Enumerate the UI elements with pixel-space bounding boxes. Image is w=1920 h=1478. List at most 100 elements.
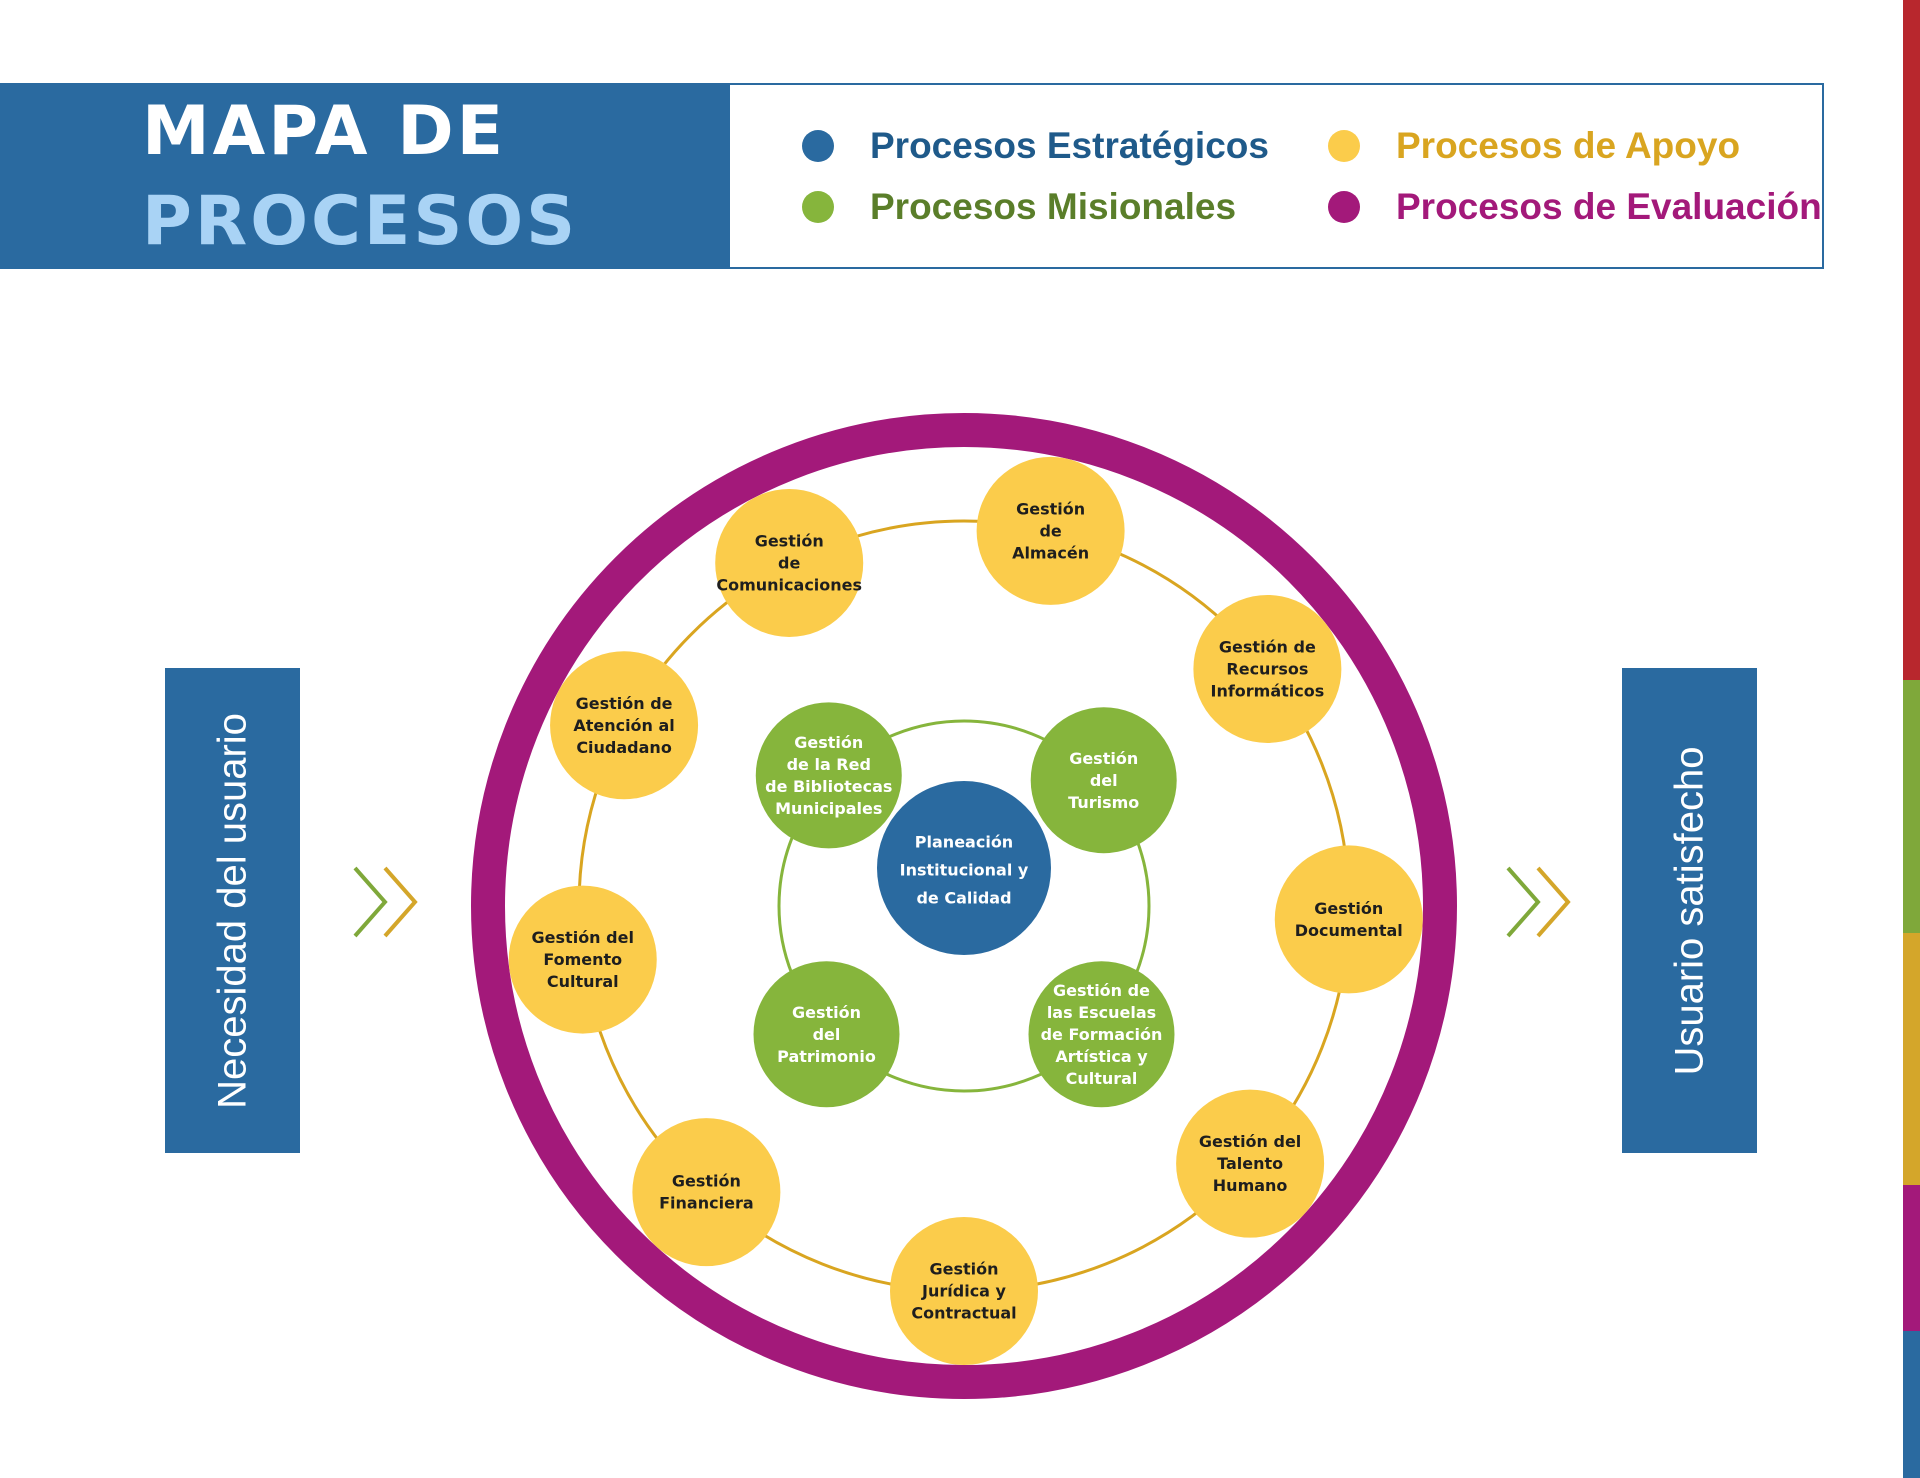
apoyo-node-label-line: Humano [1213, 1176, 1288, 1195]
legend-item-misionales: Procesos Misionales [802, 186, 1236, 228]
apoyo-node-circle [632, 1118, 781, 1267]
apoyo-node: Gestión de Atención al Ciudadano [550, 651, 699, 800]
legend-item-evaluacion: Procesos de Evaluación [1328, 186, 1822, 228]
misional-node-label-line: Patrimonio [777, 1047, 876, 1066]
legend-item-estrategicos: Procesos Estratégicos [802, 125, 1269, 167]
apoyo-node-circle [508, 885, 657, 1034]
title-line-2: PROCESOS [142, 182, 579, 261]
color-strip-gold [1903, 933, 1920, 1185]
apoyo-node-label-line: Financiera [659, 1194, 754, 1213]
panel-usuario-satisfecho: Usuario satisfecho [1622, 668, 1757, 1153]
misional-node-label-line: de Bibliotecas [765, 777, 892, 796]
apoyo-node-label-line: Jurídica y [921, 1282, 1007, 1301]
apoyo-node-label-line: Gestión [1314, 899, 1383, 918]
legend-label: Procesos Misionales [870, 186, 1237, 227]
mission-orbit [777, 719, 1151, 1093]
apoyo-node-label-line: Fomento [543, 950, 622, 969]
apoyo-node-label-line: Almacén [1012, 543, 1089, 562]
estrategico-node-label-line: Institucional y [900, 860, 1029, 879]
apoyo-node-circle [976, 456, 1125, 605]
apoyo-node-label-line: Comunicaciones [716, 576, 862, 595]
apoyo-node-label-line: Gestión [1016, 499, 1085, 518]
apoyo-node-label-line: Gestión del [532, 928, 634, 947]
misional-node-circle [753, 961, 900, 1108]
apoyo-node-label-line: Atención al [573, 716, 674, 735]
misional-node-label-line: del [1090, 771, 1118, 790]
color-strip-blue [1903, 1331, 1920, 1478]
apoyo-node-label-line: Gestión del [1199, 1132, 1301, 1151]
legend-dot-green [802, 191, 834, 223]
chevron-right-icon-right [1506, 866, 1571, 938]
apoyo-node-circle [550, 651, 699, 800]
apoyo-node-circle [715, 488, 864, 637]
misional-node-label-line: Gestión de [1053, 981, 1150, 1000]
apoyo-node-label-line: Contractual [911, 1304, 1016, 1323]
apoyo-node-label-line: Gestión [755, 532, 824, 551]
legend-label: Procesos de Evaluación [1396, 186, 1822, 227]
apoyo-node-label-line: Recursos [1226, 660, 1308, 679]
estrategico-node-circle [877, 781, 1051, 955]
evaluation-ring [471, 413, 1457, 1399]
apoyo-node-label-line: Ciudadano [576, 738, 672, 757]
legend-dot-purple [1328, 191, 1360, 223]
estrategico-node-label-line: Planeación [915, 832, 1013, 851]
misional-node-label-line: Cultural [1066, 1069, 1138, 1088]
misional-node-label-line: del [813, 1025, 841, 1044]
title-block: MAPA DE PROCESOS [0, 83, 730, 269]
misional-node-label-line: de Formación [1041, 1025, 1163, 1044]
apoyo-node-label-line: Informáticos [1210, 682, 1324, 701]
apoyo-node-label: Gestión de Atención al Ciudadano [573, 694, 674, 757]
apoyo-node-circle [1274, 845, 1423, 994]
color-strip-green [1903, 680, 1920, 933]
legend-label: Procesos de Apoyo [1396, 125, 1741, 166]
misional-node-label-line: Turismo [1068, 793, 1139, 812]
misional-node-label-line: Artística y [1055, 1047, 1148, 1066]
apoyo-node-label-line: Gestión [929, 1260, 998, 1279]
misional-node-label-line: Municipales [775, 799, 882, 818]
chevron-right-icon-left [353, 866, 418, 938]
apoyo-node-circle [1176, 1089, 1325, 1238]
panel-necesidad-usuario: Necesidad del usuario [165, 668, 300, 1153]
apoyo-node-label-line: Gestión de [1219, 638, 1316, 657]
apoyo-node-label-line: Cultural [547, 972, 619, 991]
title-line-1: MAPA DE [142, 92, 507, 171]
apoyo-node-label-line: Gestión de [576, 694, 673, 713]
estrategico-node-label-line: de Calidad [916, 888, 1011, 907]
apoyo-node-label-line: de [778, 554, 800, 573]
misional-node-circle [1030, 707, 1177, 854]
legend-dot-yellow [1328, 130, 1360, 162]
misional-node-label-line: Gestión [794, 733, 863, 752]
misional-node-circle [755, 702, 902, 849]
misional-node-label-line: de la Red [787, 755, 871, 774]
color-strip-red [1903, 0, 1920, 680]
misional-node-label-line: Gestión [792, 1003, 861, 1022]
apoyo-node-label-line: Gestión [672, 1172, 741, 1191]
misional-node-circle [1028, 961, 1175, 1108]
apoyo-node-circle [890, 1217, 1038, 1365]
legend-label: Procesos Estratégicos [870, 125, 1269, 166]
misional-node-label-line: las Escuelas [1047, 1003, 1156, 1022]
